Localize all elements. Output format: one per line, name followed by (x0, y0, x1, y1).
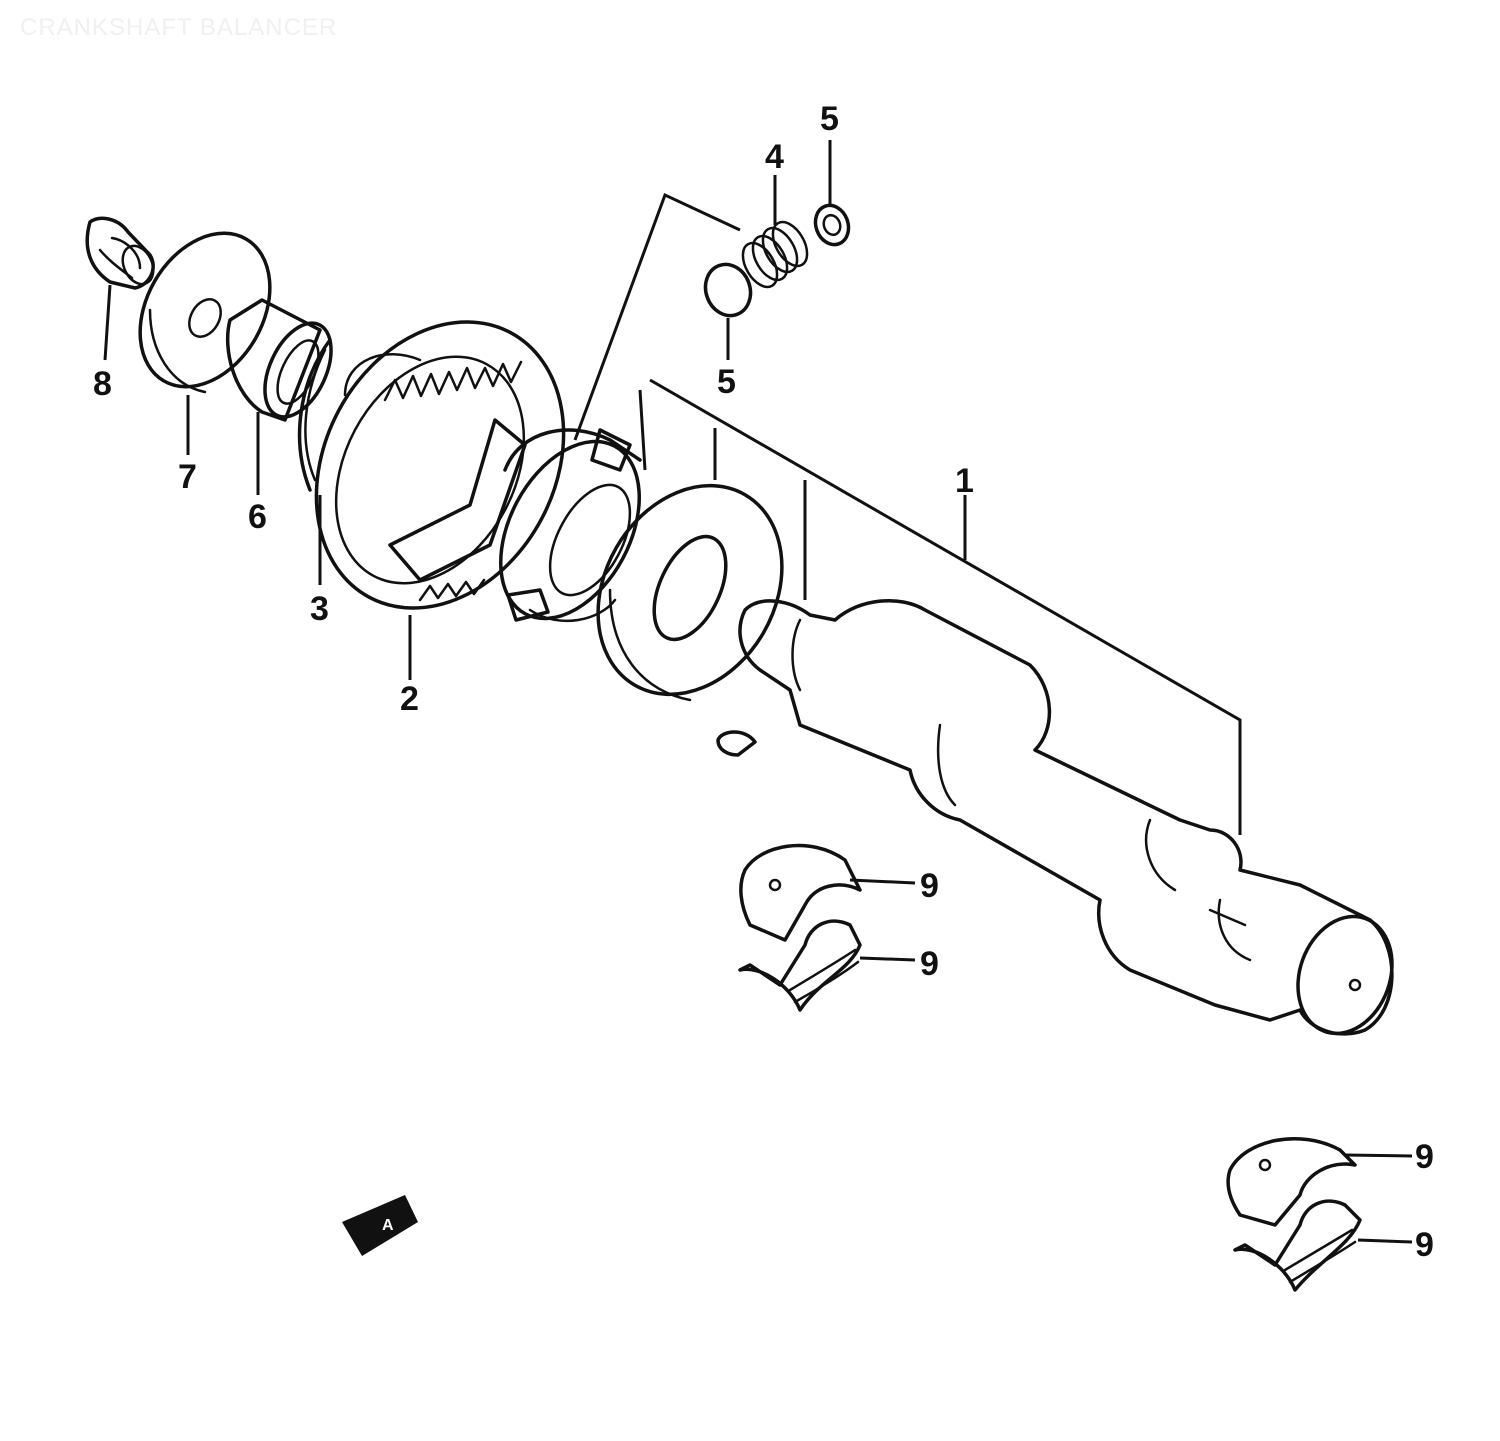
front-marker: A (342, 1195, 418, 1256)
bearing-shell-set-lower (1226, 1136, 1362, 1292)
balancer-shaft-part (716, 599, 1394, 1036)
callout-4: 4 (765, 138, 784, 176)
callout-3: 3 (310, 590, 329, 628)
leader-lines (103, 140, 1413, 1244)
callout-9-a: 9 (920, 867, 939, 905)
diagram-title: CRANKSHAFT BALANCER (20, 14, 338, 41)
callout-1: 1 (955, 462, 974, 500)
callout-5-lower: 5 (717, 363, 736, 401)
collar-part (225, 298, 333, 422)
front-marker-label: A (382, 1217, 394, 1234)
callout-9-d: 9 (1415, 1226, 1434, 1264)
callout-7: 7 (178, 458, 197, 496)
plate-part (297, 338, 332, 492)
callout-5-upper: 5 (820, 100, 839, 138)
callout-2: 2 (400, 680, 419, 718)
callout-6: 6 (248, 498, 267, 536)
callout-labels: 1 2 3 4 5 5 6 7 8 9 9 9 9 (93, 100, 1434, 1264)
washer-part (138, 231, 272, 394)
bearing-shell-set-upper (738, 843, 862, 1012)
callout-8: 8 (93, 365, 112, 403)
spring-assembly-part (703, 203, 851, 318)
nut-bolt-part (85, 216, 155, 290)
callout-9-c: 9 (1415, 1138, 1434, 1176)
callout-9-b: 9 (920, 945, 939, 983)
thrust-washer-part (596, 483, 784, 702)
hub-part (498, 428, 642, 623)
